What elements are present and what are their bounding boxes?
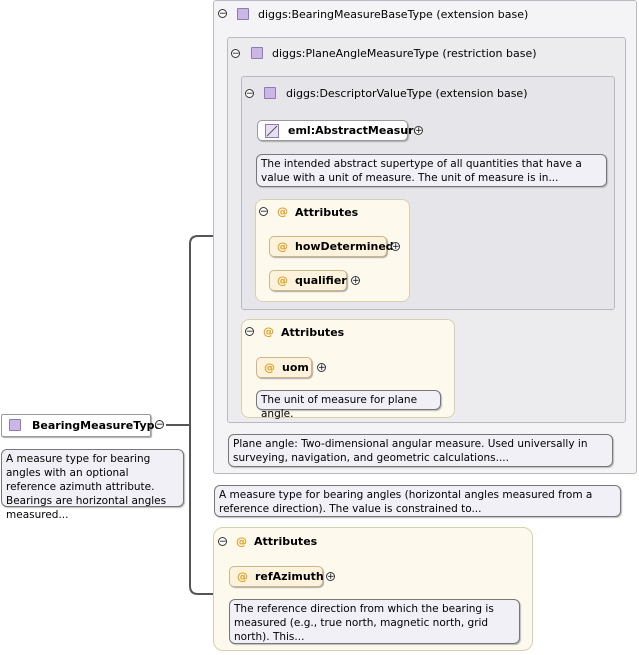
attribute-name: refAzimuth xyxy=(255,570,324,583)
collapse-icon[interactable]: − xyxy=(155,420,164,430)
attribute-qualifier[interactable]: @ qualifier xyxy=(269,270,347,291)
uom-doc: The unit of measure for plane angle. xyxy=(256,390,441,420)
expand-icon[interactable]: + xyxy=(317,363,326,373)
complex-type-icon xyxy=(251,47,263,59)
plane-angle-doc: Plane angle: Two-dimensional angular mea… xyxy=(228,434,613,467)
attribute-icon: @ xyxy=(236,535,247,548)
attribute-how-determined[interactable]: @ howDetermined xyxy=(269,236,394,257)
collapse-icon[interactable]: − xyxy=(231,49,240,59)
attribute-icon: @ xyxy=(264,361,275,374)
attribute-icon: @ xyxy=(277,240,288,253)
attribute-uom[interactable]: @ uom xyxy=(256,357,312,378)
attribute-icon: @ xyxy=(263,325,274,338)
attributes-title: Attributes xyxy=(295,206,359,219)
attribute-ref-azimuth[interactable]: @ refAzimuth xyxy=(229,566,324,587)
abstract-measure-element[interactable]: eml:AbstractMeasure xyxy=(257,120,421,141)
expand-icon[interactable]: + xyxy=(391,242,400,252)
attribute-icon: @ xyxy=(277,274,288,287)
attribute-name: uom xyxy=(282,361,309,374)
abstract-element-icon xyxy=(265,124,279,138)
bearing-base-doc: A measure type for bearing angles (horiz… xyxy=(214,485,621,517)
abstract-measure-doc: The intended abstract supertype of all q… xyxy=(256,154,607,187)
complex-type-icon xyxy=(264,87,276,99)
connector-branches xyxy=(189,235,228,595)
expand-icon[interactable]: + xyxy=(351,276,360,286)
expand-icon[interactable]: + xyxy=(414,126,423,136)
attribute-name: qualifier xyxy=(295,274,347,287)
root-doc-note: A measure type for bearing angles with a… xyxy=(1,449,184,521)
attribute-name: howDetermined xyxy=(295,240,394,253)
descriptor-base-label[interactable]: diggs:DescriptorValueType (extension bas… xyxy=(286,87,528,100)
restriction-base-label[interactable]: diggs:PlaneAngleMeasureType (restriction… xyxy=(272,47,537,60)
root-type-name: BearingMeasureType xyxy=(32,419,162,432)
base-type-label[interactable]: diggs:BearingMeasureBaseType (extension … xyxy=(258,8,529,21)
collapse-icon[interactable]: − xyxy=(259,207,268,217)
attributes-title: Attributes xyxy=(281,326,345,339)
attributes-title: Attributes xyxy=(254,535,318,548)
collapse-icon[interactable]: − xyxy=(245,327,254,337)
collapse-icon[interactable]: − xyxy=(245,89,254,99)
expand-icon[interactable]: + xyxy=(326,572,335,582)
attribute-icon: @ xyxy=(277,205,288,218)
root-type-box[interactable]: BearingMeasureType xyxy=(1,414,162,437)
abstract-measure-name: eml:AbstractMeasure xyxy=(288,124,422,137)
collapse-icon[interactable]: − xyxy=(218,9,227,19)
attribute-icon: @ xyxy=(237,570,248,583)
complex-type-icon xyxy=(9,419,21,431)
collapse-icon[interactable]: − xyxy=(218,537,227,547)
ref-azimuth-doc: The reference direction from which the b… xyxy=(229,599,520,644)
complex-type-icon xyxy=(237,8,249,20)
